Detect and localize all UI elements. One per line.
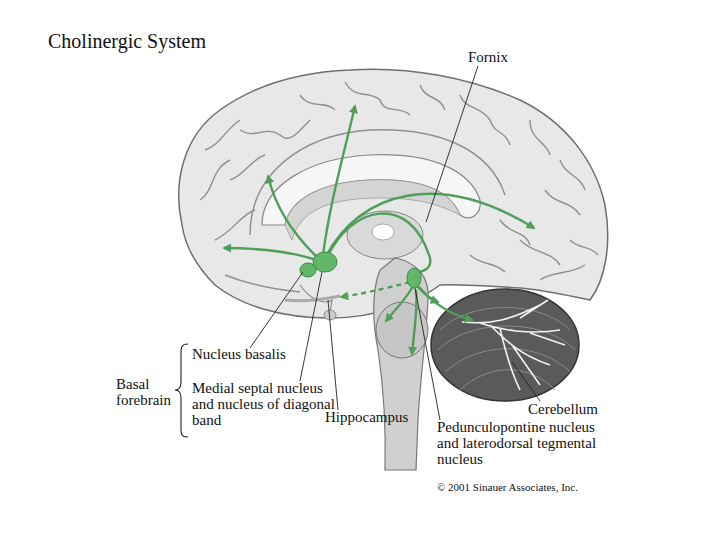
hippocampus-shape — [285, 296, 340, 301]
bracket — [175, 344, 188, 437]
leader-lines — [250, 66, 540, 420]
part-label: Basal forebrain — [116, 376, 176, 408]
title: Cholinergic System — [48, 30, 206, 52]
part-label: Pedunculopontine nucleus and laterodorsa… — [437, 419, 599, 467]
fornix-pathway — [326, 213, 430, 272]
projection-arrow — [224, 248, 322, 262]
part-label: Medial septal nucleus and nucleus of dia… — [192, 380, 342, 428]
part-label: Nucleus basalis — [192, 346, 286, 362]
projection-arrow — [386, 288, 412, 321]
pons — [376, 302, 428, 358]
projection-arrow — [412, 290, 417, 354]
basal-forebrain-nucleus — [313, 252, 337, 272]
cerebellum-drawing — [431, 289, 579, 401]
part-label: Hippocampus — [325, 409, 408, 425]
interthalamic-adhesion — [372, 224, 394, 240]
projection-arrow — [268, 176, 322, 262]
projection-arrow — [325, 194, 534, 258]
cerebellum-shape — [431, 289, 579, 401]
pedunculopontine-nucleus — [407, 268, 421, 288]
projection-arrow — [416, 285, 472, 320]
projection-arrow — [341, 282, 410, 297]
cholinergic-projections — [224, 106, 534, 354]
arbor-vitae — [462, 300, 565, 390]
folia-lines — [438, 308, 575, 391]
ventricle — [285, 180, 460, 240]
watermark: © 2001 Sinauer Associates, Inc. — [437, 481, 578, 493]
projection-arrow — [419, 287, 438, 302]
basal-forebrain-nucleus — [300, 263, 316, 277]
part-label: Fornix — [468, 49, 508, 65]
part-label: Cerebellum — [528, 401, 598, 417]
